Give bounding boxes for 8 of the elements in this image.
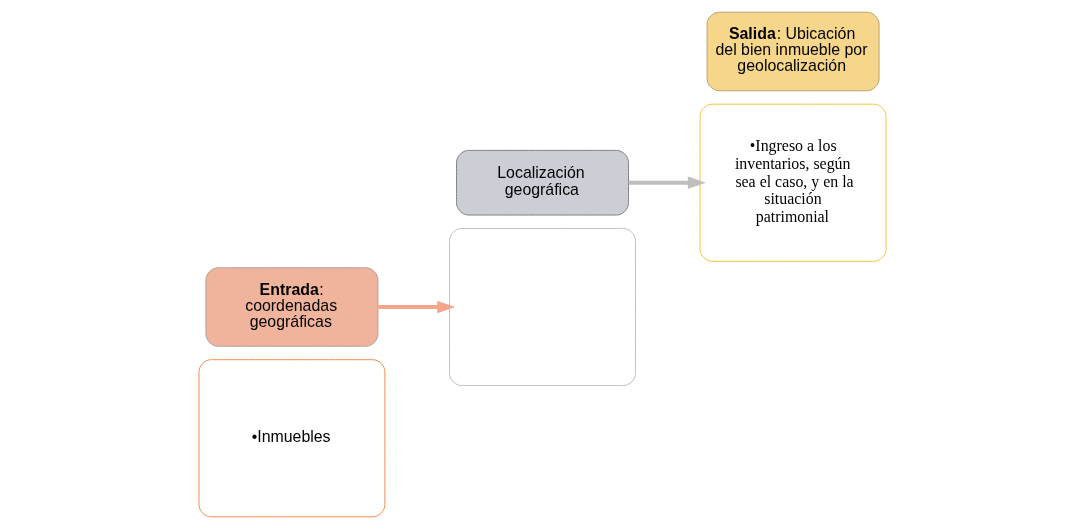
node-box: Localización geográfica — [455, 149, 629, 216]
node-box: •Inmuebles — [198, 359, 385, 518]
node-box — [448, 227, 636, 387]
node-box: •Ingreso a los inventarios, según sea el caso, y en la situación patrimonial — [699, 103, 886, 262]
arrow — [377, 300, 455, 314]
arrow — [628, 176, 706, 189]
node-box: Salida: Ubicación del bien inmueble por geolocalización — [706, 11, 880, 92]
node-box: Entrada: coordenadas geográficas — [204, 267, 378, 347]
